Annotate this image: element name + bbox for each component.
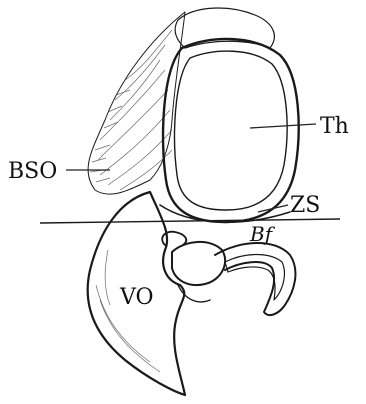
vo-hatching [96,250,160,372]
label-bf: Bf [249,222,276,246]
leader-lines [66,124,316,212]
label-zs: ZS [290,193,320,218]
label-th: Th [320,114,349,139]
thymus-body [163,39,299,222]
fibrous-mass [88,12,185,194]
upper-cap [175,8,274,48]
label-bso: BSO [8,159,57,184]
label-vo: VO [119,285,154,310]
zs-leader [258,205,288,212]
th-leader [250,124,316,128]
section-line [40,219,340,223]
